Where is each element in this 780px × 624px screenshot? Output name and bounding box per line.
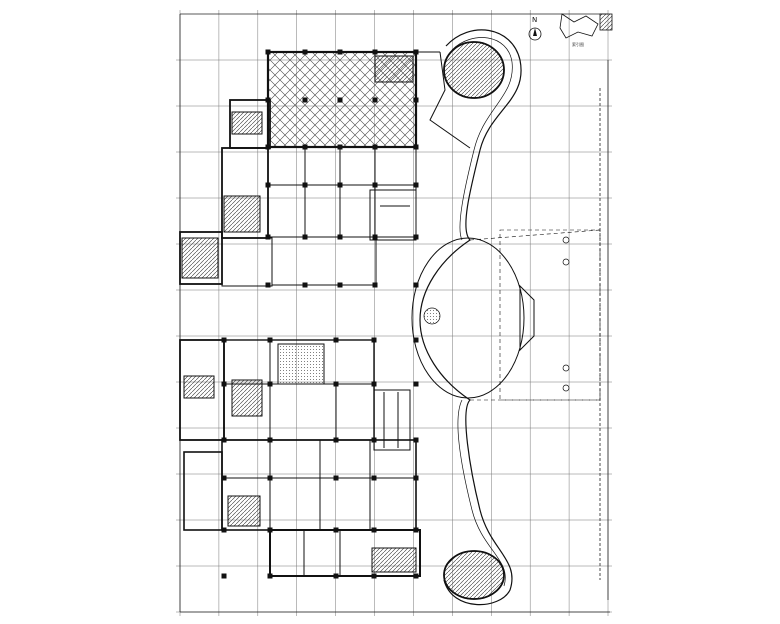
column	[221, 337, 227, 343]
column	[302, 49, 308, 55]
column	[267, 527, 273, 533]
column	[337, 144, 343, 150]
column	[302, 234, 308, 240]
column	[267, 573, 273, 579]
column	[302, 144, 308, 150]
column	[413, 381, 419, 387]
column	[372, 282, 378, 288]
column	[333, 527, 339, 533]
column	[302, 282, 308, 288]
column	[413, 182, 419, 188]
column	[372, 144, 378, 150]
column	[413, 527, 419, 533]
north-arrow: N	[528, 16, 542, 41]
column	[302, 97, 308, 103]
seating-area	[277, 343, 325, 385]
structural-columns	[221, 49, 419, 579]
svg-text:索引图: 索引图	[572, 41, 584, 47]
column	[413, 437, 419, 443]
upper-building-block	[179, 50, 471, 287]
key-plan-icon	[559, 13, 599, 39]
column	[337, 234, 343, 240]
column	[371, 527, 377, 533]
key-plan: 索引图	[559, 13, 613, 47]
column	[333, 437, 339, 443]
column	[371, 381, 377, 387]
fixture-markers	[423, 236, 570, 392]
column	[221, 573, 227, 579]
column	[265, 282, 271, 288]
curved-atrium	[411, 29, 601, 606]
column	[267, 437, 273, 443]
column	[372, 97, 378, 103]
column	[371, 475, 377, 481]
stair-hatch-upper	[374, 55, 414, 83]
column	[221, 475, 227, 481]
column	[337, 182, 343, 188]
column	[265, 49, 271, 55]
column	[265, 97, 271, 103]
column	[413, 144, 419, 150]
column	[371, 337, 377, 343]
column	[221, 381, 227, 387]
column	[413, 573, 419, 579]
column	[333, 475, 339, 481]
column	[267, 337, 273, 343]
column	[413, 49, 419, 55]
column	[371, 573, 377, 579]
svg-text:N: N	[532, 16, 537, 24]
column	[267, 381, 273, 387]
column	[413, 337, 419, 343]
lower-building-block	[179, 339, 421, 577]
column	[337, 49, 343, 55]
column	[265, 182, 271, 188]
central-oval	[411, 237, 525, 399]
column	[413, 234, 419, 240]
column	[413, 475, 419, 481]
escalator	[373, 389, 411, 451]
column	[371, 437, 377, 443]
column	[221, 437, 227, 443]
column	[372, 182, 378, 188]
column	[265, 144, 271, 150]
column	[267, 475, 273, 481]
column	[372, 49, 378, 55]
column	[413, 97, 419, 103]
column	[337, 97, 343, 103]
column	[372, 234, 378, 240]
column	[333, 337, 339, 343]
column	[302, 182, 308, 188]
column	[265, 234, 271, 240]
column	[413, 282, 419, 288]
stair-hatch-left	[223, 195, 261, 233]
column	[221, 527, 227, 533]
column	[333, 573, 339, 579]
column	[337, 282, 343, 288]
column	[333, 381, 339, 387]
